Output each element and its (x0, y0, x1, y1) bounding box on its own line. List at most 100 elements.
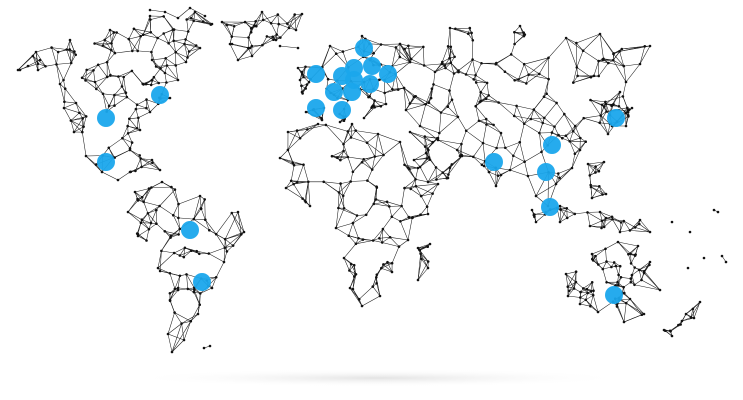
mesh-edge (343, 137, 352, 145)
mesh-edge (405, 109, 421, 127)
location-marker-dallas[interactable] (97, 109, 115, 127)
mesh-node (84, 115, 88, 118)
location-marker-tokyo[interactable] (607, 109, 625, 127)
mesh-edge (193, 218, 206, 220)
location-marker-brasilia[interactable] (181, 221, 199, 239)
mesh-node (305, 83, 309, 86)
mesh-edge (251, 44, 263, 47)
mesh-node (360, 304, 364, 308)
location-marker-moscow[interactable] (345, 71, 363, 89)
mesh-node (642, 312, 646, 316)
mesh-node (441, 171, 445, 174)
mesh-edge (295, 13, 303, 31)
location-marker-ho-chi-minh[interactable] (537, 163, 555, 181)
mesh-edge (407, 167, 419, 169)
mesh-edge (352, 288, 360, 300)
mesh-edge (384, 89, 393, 94)
location-marker-rome[interactable] (333, 101, 351, 119)
mesh-node (36, 68, 40, 72)
mesh-edge (296, 164, 304, 183)
mesh-edge (587, 163, 600, 172)
mesh-edge (237, 55, 253, 61)
mesh-edge (361, 162, 373, 170)
mesh-edge (35, 47, 52, 53)
mesh-edge (587, 163, 596, 167)
mesh-edge (587, 212, 591, 227)
location-marker-kyiv[interactable] (361, 75, 379, 93)
mesh-edge (424, 136, 438, 139)
mesh-node (543, 116, 546, 120)
mesh-node (684, 312, 688, 316)
mesh-edge (350, 130, 356, 138)
mesh-node (574, 280, 578, 284)
mesh-node (360, 161, 364, 164)
mesh-edge (186, 19, 189, 32)
location-marker-toronto[interactable] (151, 86, 169, 104)
mesh-node (182, 255, 186, 259)
location-marker-mumbai[interactable] (485, 153, 503, 171)
mesh-node (594, 171, 597, 174)
location-marker-sydney[interactable] (605, 286, 623, 304)
location-marker-riga[interactable] (379, 65, 397, 83)
mesh-node (426, 245, 430, 248)
mesh-node (492, 123, 495, 127)
mesh-edge (110, 74, 119, 77)
mesh-node (627, 114, 630, 117)
mesh-edge (167, 333, 173, 353)
mesh-edge (231, 26, 235, 37)
mesh-node (640, 313, 644, 317)
mesh-node (172, 28, 176, 31)
mesh-edge (135, 107, 147, 110)
mesh-node (630, 273, 634, 277)
mesh-edge (524, 151, 542, 162)
mesh-edge (623, 65, 627, 83)
location-marker-london[interactable] (307, 65, 325, 83)
mesh-edge (199, 293, 201, 305)
mesh-edge (167, 333, 185, 341)
mesh-edge (355, 240, 374, 245)
mesh-edge (287, 14, 295, 24)
mesh-node (579, 136, 582, 140)
location-marker-paris[interactable] (325, 83, 343, 101)
mesh-edge (383, 262, 393, 265)
location-marker-sao-paulo[interactable] (193, 273, 211, 291)
mesh-edge (179, 250, 192, 256)
mesh-node (150, 50, 153, 54)
mesh-edge (175, 61, 187, 66)
mesh-node (135, 103, 139, 106)
mesh-node (444, 66, 447, 70)
mesh-node (390, 261, 394, 265)
mesh-edge (514, 31, 526, 35)
location-marker-madrid[interactable] (307, 99, 325, 117)
mesh-edge (574, 117, 584, 127)
location-marker-singapore[interactable] (541, 198, 559, 216)
mesh-edge (576, 67, 578, 77)
mesh-edge (279, 157, 304, 165)
mesh-node (304, 65, 307, 69)
mesh-edge (371, 156, 376, 170)
mesh-edge (177, 7, 191, 19)
mesh-edge (347, 156, 364, 160)
mesh-edge (669, 324, 679, 332)
mesh-node (337, 206, 340, 210)
location-marker-stockholm[interactable] (355, 39, 373, 57)
mesh-edge (102, 45, 116, 54)
mesh-edge (433, 71, 436, 85)
location-marker-mexico-city[interactable] (97, 153, 115, 171)
location-marker-hong-kong[interactable] (543, 136, 561, 154)
mesh-edge (340, 150, 344, 161)
mesh-node (128, 117, 131, 121)
mesh-node (628, 229, 632, 232)
mesh-edge (349, 270, 355, 277)
mesh-edge (143, 201, 160, 207)
mesh-edge (141, 219, 150, 230)
mesh-edge (585, 294, 594, 301)
mesh-edge (567, 288, 575, 297)
mesh-node (121, 136, 124, 140)
mesh-node (287, 26, 291, 30)
mesh-edge (569, 141, 581, 151)
mesh-edge (399, 56, 411, 63)
mesh-node (396, 88, 400, 91)
location-marker-warsaw[interactable] (363, 57, 381, 75)
mesh-node (467, 32, 470, 36)
